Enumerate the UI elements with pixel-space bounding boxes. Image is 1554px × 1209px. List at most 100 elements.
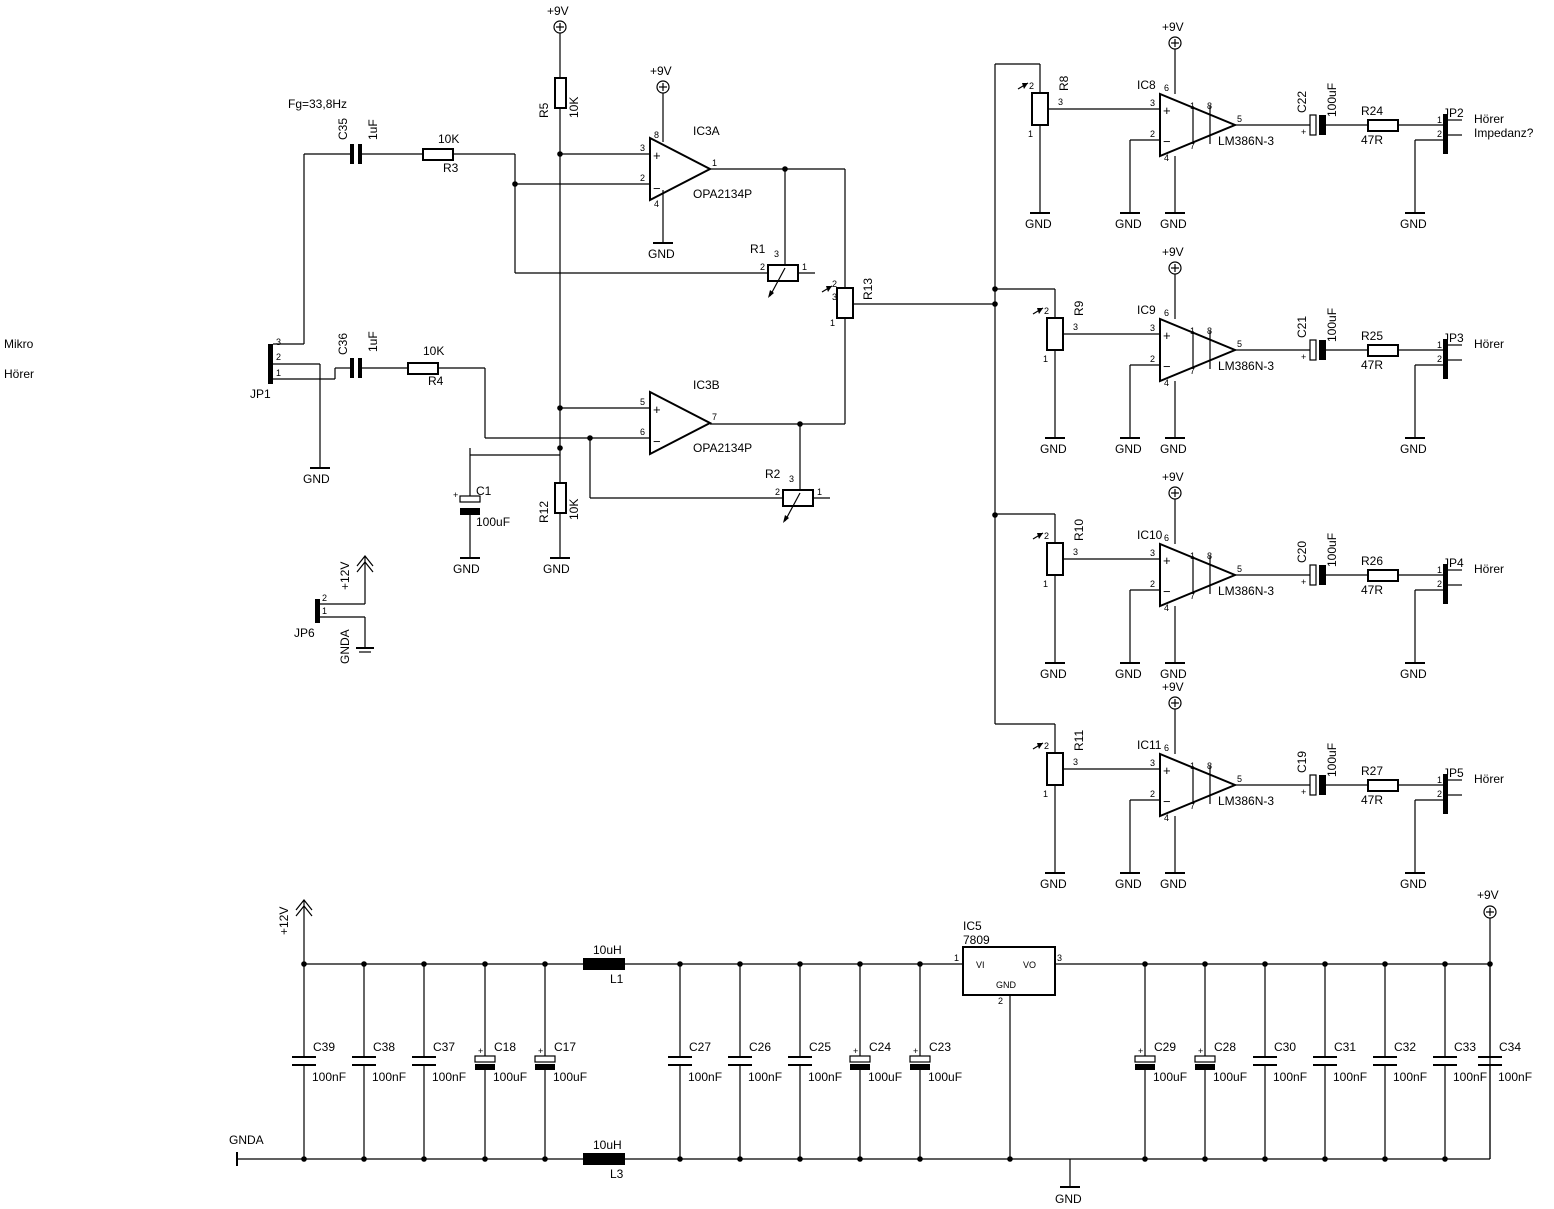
l3-ref: L3 xyxy=(610,1167,624,1181)
ic5-vi: VI xyxy=(976,960,985,970)
lm-pin7-1: 7 xyxy=(1190,366,1195,376)
input-stage: Fg=33,8Hz C35 1uF 10K R3 GND 3 2 1 JP1 xyxy=(250,97,515,486)
l3-value: 10uH xyxy=(593,1138,622,1152)
cap-ref-1: C21 xyxy=(1295,316,1309,338)
cap-value-3: 100uF xyxy=(1325,743,1339,777)
ic3a-pin8: 8 xyxy=(654,130,659,140)
lm-plus9v-3: +9V xyxy=(1162,680,1184,694)
cap-plus-2: + xyxy=(1301,577,1306,587)
lm-pin6-2: 6 xyxy=(1164,533,1169,543)
pot-gnd-0: GND xyxy=(1025,217,1052,231)
lm-pin7-2: 7 xyxy=(1190,591,1195,601)
lm-pin8-3: 8 xyxy=(1207,761,1212,771)
res-value-1: 47R xyxy=(1361,358,1383,372)
jp-gnd-0: GND xyxy=(1400,217,1427,231)
cap-value-c32: 100nF xyxy=(1393,1070,1427,1084)
jp-out-0: Hörer xyxy=(1474,112,1504,126)
amp-channel-ic10: R10231GND+−32641785IC10LM386N-3+9VGNDGND… xyxy=(995,470,1504,681)
cap-ref-c28: C28 xyxy=(1214,1040,1236,1054)
cap-ref-3: C19 xyxy=(1295,751,1309,773)
pot-ref-3: R11 xyxy=(1072,730,1086,751)
cap-plus-c24: + xyxy=(853,1046,858,1056)
lm-ref-2: IC10 xyxy=(1137,528,1163,542)
cap-ref-c23: C23 xyxy=(929,1040,951,1054)
lm-pin8-1: 8 xyxy=(1207,326,1212,336)
jp-out-1: Hörer xyxy=(1474,337,1504,351)
cap-ref-c37: C37 xyxy=(433,1040,455,1054)
gnda-jp6: GNDA xyxy=(338,629,352,664)
cap-plus-c18: + xyxy=(478,1046,483,1056)
amp-channel-ic8: R8231GND+−32641785IC8LM386N-3+9VGNDGND+C… xyxy=(1017,20,1534,231)
pot-ref-2: R10 xyxy=(1072,519,1086,541)
ic3b-pin6: 6 xyxy=(640,427,645,437)
cap-value-c24: 100uF xyxy=(868,1070,902,1084)
lm-pin5-1: 5 xyxy=(1237,339,1242,349)
res-ref-1: R25 xyxy=(1361,329,1383,343)
lm-pin3-3: 3 xyxy=(1150,758,1155,768)
ic5-ref: IC5 xyxy=(963,919,982,933)
lm-pin2-3: 2 xyxy=(1150,789,1155,799)
cap-value-c39: 100nF xyxy=(312,1070,346,1084)
cap-value-c29: 100uF xyxy=(1153,1070,1187,1084)
ic3b-type: OPA2134P xyxy=(693,441,752,455)
cap-value-c17: 100uF xyxy=(553,1070,587,1084)
jp-pin1-3: 1 xyxy=(1437,775,1442,785)
lm-minus-0: − xyxy=(1163,134,1171,149)
cap-value-c30: 100nF xyxy=(1273,1070,1307,1084)
fg-label: Fg=33,8Hz xyxy=(288,97,347,111)
jp-pin1-0: 1 xyxy=(1437,115,1442,125)
r12-value: 10K xyxy=(567,499,581,520)
ic3a-minus: − xyxy=(653,181,661,196)
lm-pin6-0: 6 xyxy=(1164,83,1169,93)
r1-pin3: 3 xyxy=(774,249,779,259)
jp1-pin2: 2 xyxy=(276,352,281,362)
c36-value: 1uF xyxy=(366,331,380,352)
lm-pin1-3: 1 xyxy=(1190,761,1195,771)
lm-plus-0: + xyxy=(1163,103,1171,118)
cap-ref-c25: C25 xyxy=(809,1040,831,1054)
pot-ref-1: R9 xyxy=(1072,300,1086,316)
pot-pin2-3: 2 xyxy=(1044,741,1049,751)
amp-channel-ic9: R9231GND+−32641785IC9LM386N-3+9VGNDGND+C… xyxy=(995,245,1504,456)
lm-ref-1: IC9 xyxy=(1137,303,1156,317)
amp-channel-ic11: R11231GND+−32641785IC11LM386N-3+9VGNDGND… xyxy=(995,680,1504,891)
gnd-r12: GND xyxy=(543,562,570,576)
cap-ref-c26: C26 xyxy=(749,1040,771,1054)
jp-pin2-3: 2 xyxy=(1437,789,1442,799)
r5-value: 10K xyxy=(567,97,581,118)
jp6-power-input: +12V GNDA 2 1 JP6 xyxy=(294,555,374,664)
lm-gnd2-2: GND xyxy=(1115,667,1142,681)
pot-gnd-3: GND xyxy=(1040,877,1067,891)
ic3a-pin1: 1 xyxy=(712,158,717,168)
lm-pin7-3: 7 xyxy=(1190,801,1195,811)
lm-pin4-2: 4 xyxy=(1164,603,1169,613)
r3-value: 10K xyxy=(438,132,459,146)
ic3b-ref: IC3B xyxy=(693,378,720,392)
res-ref-3: R27 xyxy=(1361,764,1383,778)
cap-ref-2: C20 xyxy=(1295,541,1309,563)
jp-pin1-2: 1 xyxy=(1437,565,1442,575)
cap-ref-0: C22 xyxy=(1295,91,1309,113)
pot-pin3-1: 3 xyxy=(1073,322,1078,332)
gnda-supply: GNDA xyxy=(229,1133,264,1147)
jp-ref-3: JP5 xyxy=(1443,766,1464,780)
cap-ref-c31: C31 xyxy=(1334,1040,1356,1054)
cap-plus-c28: + xyxy=(1198,1046,1203,1056)
lm-pin5-2: 5 xyxy=(1237,564,1242,574)
cap-plus-0: + xyxy=(1301,127,1306,137)
c1-plus: + xyxy=(453,490,458,500)
cap-ref-c30: C30 xyxy=(1274,1040,1296,1054)
hoerer-label: Hörer xyxy=(4,367,35,381)
ic3a-plus: + xyxy=(653,148,661,163)
jp-gnd-2: GND xyxy=(1400,667,1427,681)
cap-value-c26: 100nF xyxy=(748,1070,782,1084)
jp-ref-0: JP2 xyxy=(1443,106,1464,120)
